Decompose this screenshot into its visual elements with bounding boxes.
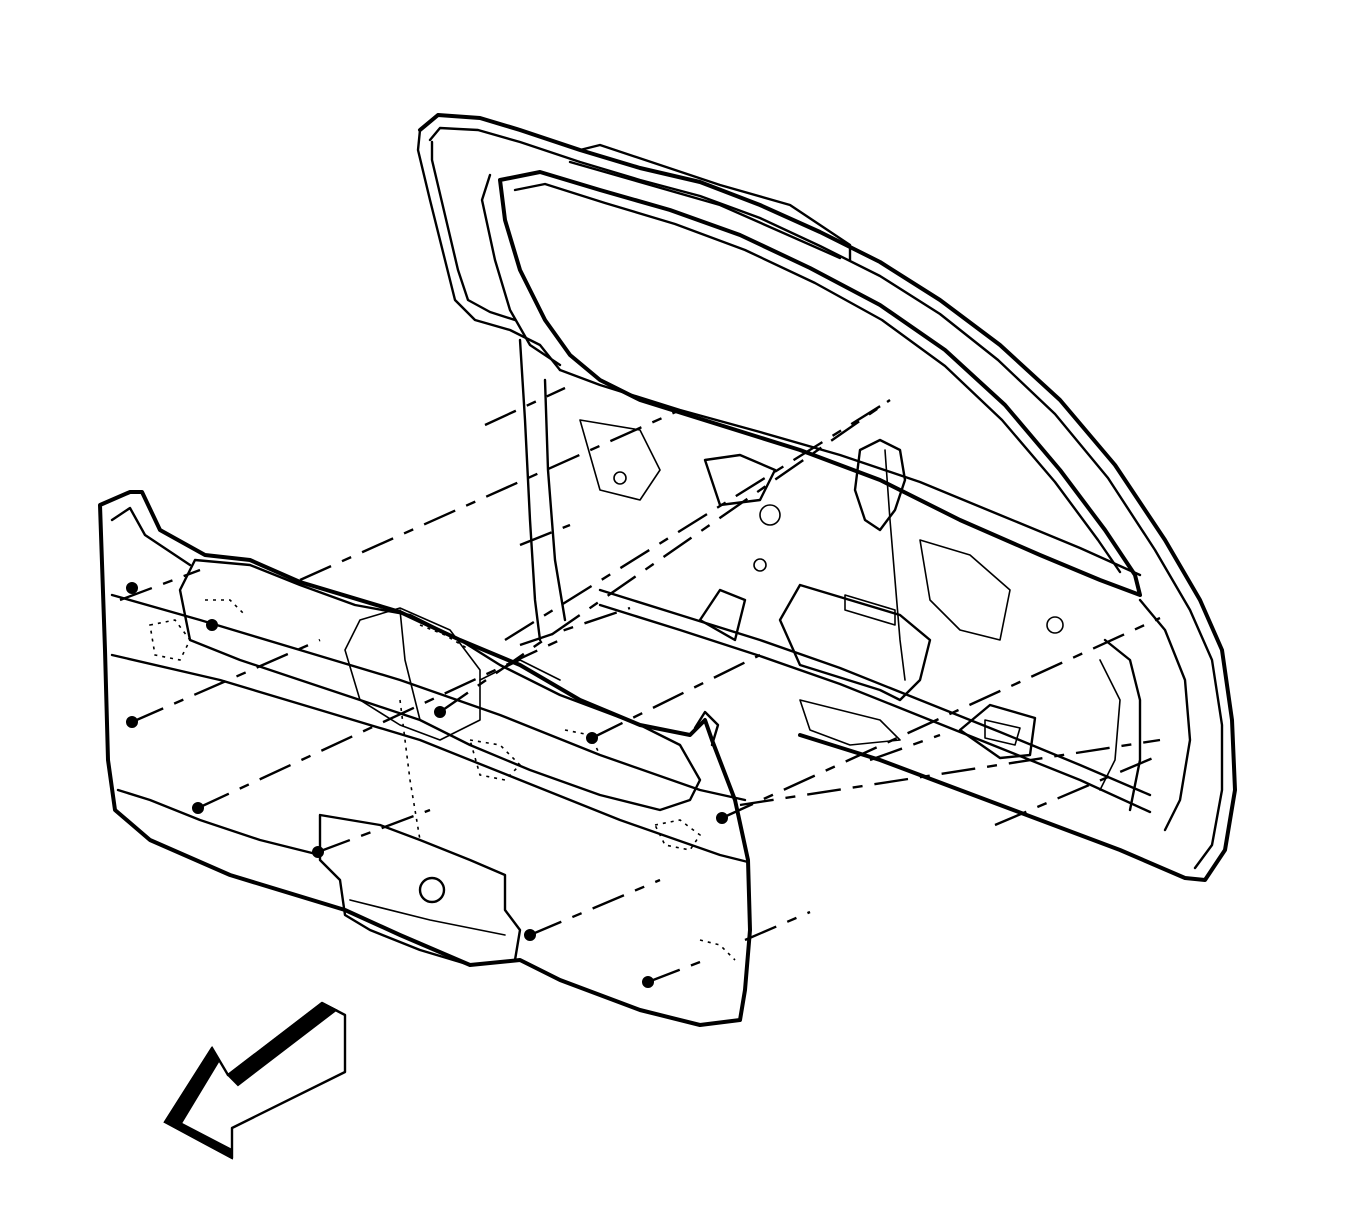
clip-marker <box>126 582 138 594</box>
liftgate-inner-panel <box>416 113 1237 882</box>
front-direction-arrow-icon <box>163 1001 347 1160</box>
fastener-leader-lines <box>119 386 1161 984</box>
clip-marker <box>206 619 218 631</box>
